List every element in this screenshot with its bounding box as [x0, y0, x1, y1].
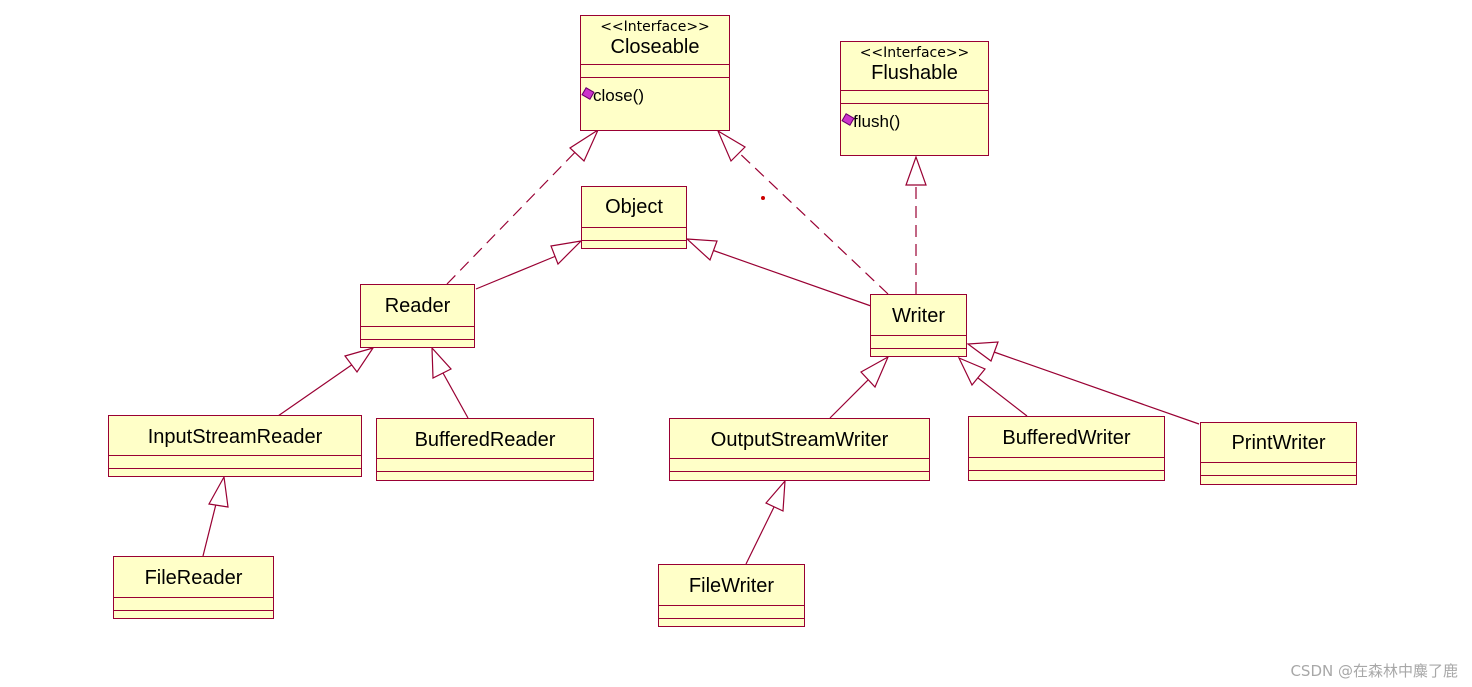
class-box-print-writer: PrintWriter [1200, 422, 1357, 485]
isr-extends-reader [277, 363, 354, 417]
closeable-stereotype: <<Interface>> [600, 19, 710, 35]
class-box-reader: Reader [360, 284, 475, 348]
buffered-reader-name: BufferedReader [414, 429, 556, 451]
file-reader-name: FileReader [144, 567, 243, 589]
reader-name: Reader [384, 295, 451, 317]
writer-attributes-compartment [871, 335, 966, 348]
class-box-buffered-reader: BufferedReader [376, 418, 594, 481]
closeable-arrowhead-right [716, 129, 746, 163]
writer-arrowhead-right [966, 341, 999, 362]
bw-extends-writer [977, 377, 1028, 417]
class-box-buffered-writer: BufferedWriter [968, 416, 1165, 481]
class-box-object: Object [581, 186, 687, 249]
br-extends-reader [442, 372, 469, 419]
stray-dot [761, 196, 765, 200]
file-reader-attributes-compartment [114, 597, 273, 610]
closeable-operation: close() [581, 86, 729, 106]
fw-extends-osw [745, 506, 775, 565]
flushable-attributes-compartment [841, 90, 988, 103]
class-box-file-reader: FileReader [113, 556, 274, 619]
class-box-closeable: <<Interface>> Closeable close() [580, 15, 730, 131]
reader-arrowhead-right [431, 346, 452, 379]
reader-operations-compartment [361, 339, 474, 340]
flushable-operations-compartment: flush() [841, 103, 988, 132]
input-stream-reader-attributes-compartment [109, 455, 361, 468]
output-stream-writer-attributes-compartment [670, 458, 929, 471]
flushable-arrowhead [905, 155, 927, 186]
output-stream-writer-name: OutputStreamWriter [710, 429, 889, 451]
output-stream-writer-operations-compartment [670, 471, 929, 472]
class-box-file-writer: FileWriter [658, 564, 805, 627]
writer-extends-object [711, 249, 872, 307]
object-operations-compartment [582, 240, 686, 241]
input-stream-reader-operations-compartment [109, 468, 361, 469]
watermark: CSDN @在森林中麋了鹿 [1290, 662, 1458, 680]
fr-extends-isr [202, 503, 217, 557]
print-writer-name: PrintWriter [1231, 432, 1326, 454]
class-box-flushable: <<Interface>> Flushable flush() [840, 41, 989, 156]
reader-arrowhead-left [343, 346, 375, 374]
writer-arrowhead-left [860, 355, 890, 389]
flushable-operation-label: flush() [853, 112, 901, 131]
flushable-stereotype: <<Interface>> [859, 45, 970, 61]
print-writer-operations-compartment [1201, 475, 1356, 476]
buffered-reader-attributes-compartment [377, 458, 593, 471]
flushable-name: Flushable [871, 62, 958, 84]
file-writer-operations-compartment [659, 618, 804, 619]
class-box-output-stream-writer: OutputStreamWriter [669, 418, 930, 481]
object-attributes-compartment [582, 227, 686, 240]
buffered-reader-operations-compartment [377, 471, 593, 472]
writer-operations-compartment [871, 348, 966, 349]
input-stream-reader-name: InputStreamReader [147, 426, 323, 448]
class-box-writer: Writer [870, 294, 967, 357]
object-arrowhead-right [685, 238, 718, 262]
buffered-writer-name: BufferedWriter [1002, 427, 1131, 449]
object-arrowhead-left [550, 240, 583, 266]
class-box-input-stream-reader: InputStreamReader [108, 415, 362, 477]
file-writer-attributes-compartment [659, 605, 804, 618]
closeable-arrowhead-left [569, 128, 600, 163]
osw-arrowhead [765, 479, 786, 512]
writer-arrowhead-mid [957, 356, 986, 387]
writer-name: Writer [892, 305, 945, 327]
osw-extends-writer [829, 379, 869, 419]
closeable-operation-label: close() [593, 86, 645, 105]
file-reader-operations-compartment [114, 610, 273, 611]
buffered-writer-attributes-compartment [969, 457, 1164, 470]
reader-extends-object [475, 255, 557, 290]
print-writer-attributes-compartment [1201, 462, 1356, 475]
buffered-writer-operations-compartment [969, 470, 1164, 471]
object-name: Object [605, 196, 663, 218]
closeable-attributes-compartment [581, 64, 729, 77]
pw-extends-writer [993, 351, 1200, 425]
isr-arrowhead [208, 475, 229, 508]
file-writer-name: FileWriter [688, 575, 775, 597]
closeable-operations-compartment: close() [581, 77, 729, 106]
reader-attributes-compartment [361, 326, 474, 339]
writer-realizes-closeable [734, 148, 889, 295]
closeable-name: Closeable [610, 36, 700, 58]
flushable-operation: flush() [841, 112, 988, 132]
reader-realizes-closeable [446, 141, 586, 285]
